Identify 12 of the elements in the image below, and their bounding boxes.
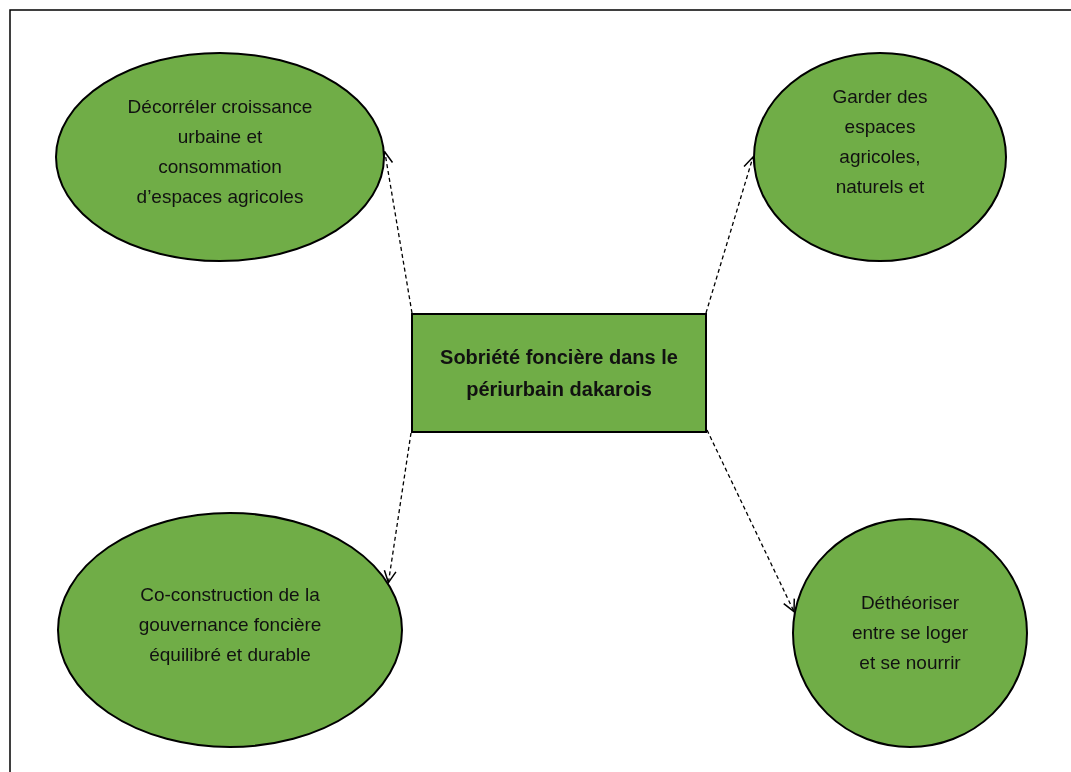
node-text: Décorréler croissance urbaine et consommation d’espaces agricoles (126, 95, 314, 209)
ellipse-node (55, 52, 385, 262)
dashed-arrow (706, 429, 796, 613)
dashed-arrow (383, 432, 412, 584)
node-text: Garder des espaces agricoles, naturels et (831, 85, 929, 199)
topic-title: Sobriété foncière dans le périurbain dakarois (439, 345, 679, 402)
ellipse-node (792, 518, 1028, 748)
node-text: Déthéoriser entre se loger et se nourrir (850, 591, 970, 675)
ellipse-node (57, 512, 403, 748)
ellipse-node (753, 52, 1007, 262)
node-text: Co-construction de la gouvernance foncière équilibré et durable (137, 583, 323, 667)
topic-box (411, 313, 707, 433)
